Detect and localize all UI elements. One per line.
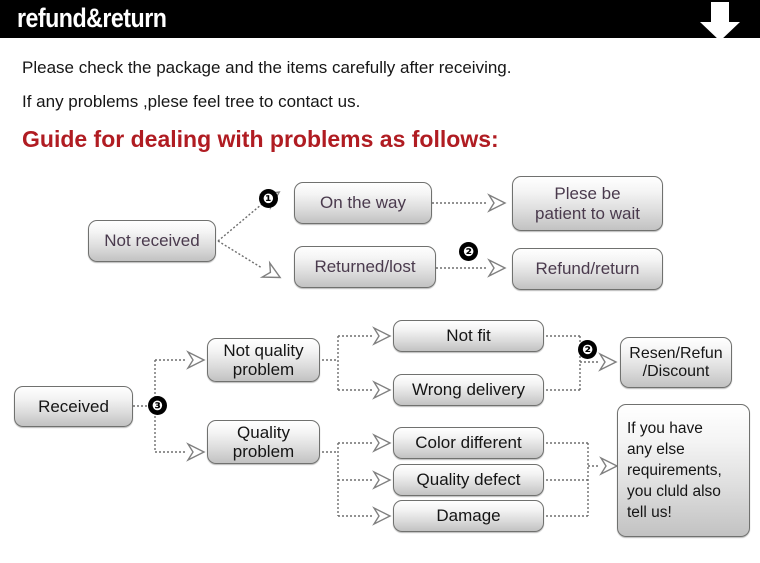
node-on-the-way[interactable]: On the way xyxy=(294,182,432,224)
node-not-quality-problem-line1: Not quality xyxy=(223,340,304,360)
node-plese-be-patient[interactable]: Plese be patient to wait xyxy=(512,176,663,231)
node-quality-problem-line2: problem xyxy=(232,442,295,461)
node-color-different[interactable]: Color different xyxy=(393,427,544,459)
node-anything-else-line5: tell us! xyxy=(627,504,672,522)
node-returned-lost[interactable]: Returned/lost xyxy=(294,246,436,288)
node-plese-be-patient-line2: patient to wait xyxy=(535,203,640,223)
node-wrong-delivery[interactable]: Wrong delivery xyxy=(393,374,544,406)
node-received[interactable]: Received xyxy=(14,386,133,427)
step-badge-2-upper: ❷ xyxy=(459,242,478,261)
down-arrow-icon xyxy=(700,2,740,41)
node-quality-problem-line1: Quality xyxy=(237,422,290,442)
step-badge-2-lower: ❷ xyxy=(578,340,597,359)
node-refund-return[interactable]: Refund/return xyxy=(512,248,663,290)
step-badge-1: ❶ xyxy=(259,189,278,208)
node-not-quality-problem[interactable]: Not quality problem xyxy=(207,338,320,382)
node-anything-else-line4: you cluld also xyxy=(627,483,721,501)
node-anything-else-line3: requirements, xyxy=(627,461,722,479)
node-anything-else[interactable]: If you have any else requirements, you c… xyxy=(617,404,750,537)
node-resend-line2: /Discount xyxy=(642,362,710,380)
node-resend-refund-discount[interactable]: Resen/Refun /Discount xyxy=(620,337,732,388)
guide-heading: Guide for dealing with problems as follo… xyxy=(22,126,499,152)
node-plese-be-patient-line1: Plese be xyxy=(554,184,621,204)
node-resend-line1: Resen/Refun xyxy=(629,344,723,362)
node-not-fit[interactable]: Not fit xyxy=(393,320,544,352)
node-damage[interactable]: Damage xyxy=(393,500,544,532)
node-anything-else-line1: If you have xyxy=(627,419,703,437)
node-anything-else-line2: any else xyxy=(627,440,685,458)
page-title: refund&return xyxy=(17,3,167,33)
node-quality-problem[interactable]: Quality problem xyxy=(207,420,320,464)
intro-line-1: Please check the package and the items c… xyxy=(22,58,512,77)
intro-line-2: If any problems ,plese feel tree to cont… xyxy=(22,92,361,111)
node-not-quality-problem-line2: problem xyxy=(232,360,295,379)
header-bar: refund&return xyxy=(0,0,760,38)
node-quality-defect[interactable]: Quality defect xyxy=(393,464,544,496)
step-badge-3: ❸ xyxy=(148,396,167,415)
node-not-received[interactable]: Not received xyxy=(88,220,216,262)
